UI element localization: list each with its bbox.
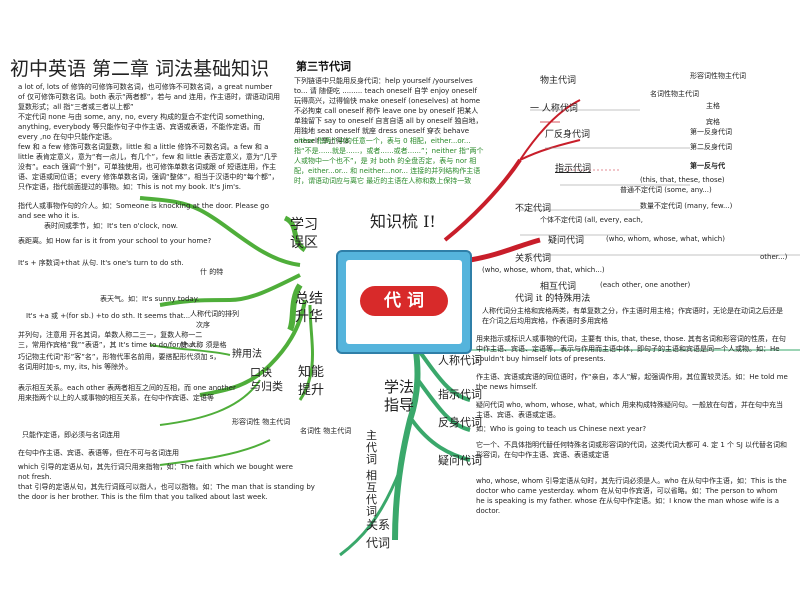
node-it-usage: 代词 it 的特殊用法 [515,294,591,304]
branch-usage: 辨用法 [232,349,262,360]
poss-adj-label: 形容词性 物主代词 [232,418,291,426]
right-paragraph-3: 作主语、宾语或宾语的同位语时，作“亲自，本人”解，起强调作用，其位置较灵活。如：… [476,373,788,391]
noun-poss-label: 名词性 物主代词 [300,427,352,435]
clock-snippet: 表时间或季节，如：It's ten o'clock, now. [44,222,178,230]
label-second-reflexive: 第二反身代词 [690,143,732,151]
branch-study-mistakes: 学习 误区 [290,217,318,251]
node-demonstrative: 指示代词 [555,164,592,174]
weather-snippet: 表天气。如：It's sunny today. [100,295,200,303]
label-demo-list: (this, that, these, those) [640,176,725,184]
center-calendar: 代 词 [336,250,472,354]
node-interrogative: 疑问代词 [548,236,585,246]
center-pill: 代 词 [360,286,448,316]
distance-snippet: 表距离。如 How far is it from your school to … [18,237,212,245]
branch-summary: 总结 升华 [295,291,323,325]
label-recip-list: (each other, one another) [600,281,691,289]
label-demo-sub: 第一反与代 [690,162,725,170]
left-paragraph-8: 只能作定语，即必须与名词连用 [22,431,120,439]
node-possessive: 物主代词 [540,76,577,86]
label-rel-list: (who, whose, whom, that, which...) [482,266,605,274]
left-paragraph-4: 指代人或事物作句的介人。如：Someone is knocking at the… [18,202,269,220]
node-indefinite: 不定代词 [515,204,552,214]
label-subject-case: 主格 [706,102,720,110]
left-paragraph-5: 并列句，注意用 开名其词，单数人称二三一，复数人称一二三，常用作宾格“我”“表语… [18,331,203,349]
node-relative: 关系代词 [515,254,552,264]
left-paragraph-2: 不定代词 none 与由 some, any, no, every 构成的复合不… [18,113,265,141]
node-learn-demo: 指示代词 [438,388,482,401]
right-paragraph-4: 疑问代词 who, whom, whose, what, which 用来构成特… [476,401,783,419]
left-paragraph-11: that 引导的定语从句，其先行词既可以指人，也可以指物。如：The man t… [18,483,315,501]
next-snippet: It's + 序数词+that 从句. It's one's turn to d… [18,259,184,267]
case-label: 使 人称 须是格 [180,341,227,349]
page-title: 初中英语 第二章 词法基础知识 [10,58,270,80]
right-paragraph-6: 它一个、不具体指明代替任何特殊名词或形容词的代词，这类代词大都可 4. 定 1 … [476,441,787,459]
right-paragraph-2: 用来指示或标识人或事物的代词，主要有 this, that, these, th… [476,335,786,363]
branch-formula: 口诀 与归类 [250,366,283,393]
special-snippet: 什 的特 [200,268,224,276]
left-paragraph-6: 巧记物主代词“形”客”名”，形物代率名前用，要搭配形代须加 s，名词用时加-s,… [18,353,221,371]
left-paragraph-10: which 引导的定语从句，其先行词只用来指物，如：The faith whic… [18,463,293,481]
node-reflexive: 厂反身代词 [545,130,591,140]
node-learn-reflexive: 反身代词 [438,416,482,429]
node-person: 一 人称代词 [530,104,578,114]
left-paragraph-1: a lot of, lots of 修饰的可修饰可数名词，也可修饰不可数名词，a… [18,83,280,111]
center-heading: 知识梳 I! [370,212,436,231]
order-label: 次序 [196,321,210,329]
node-reciprocal: 相互代词 [540,282,577,292]
branch-knowledge: 知能 提升 [298,365,325,398]
left-paragraph-7: 表示相互关系。each other 表两者相互之间的互相，而 one anoth… [18,384,236,402]
mid-paragraph-2: either 指两个中的任意一个，表与 0 相配，either...or...指… [294,137,484,185]
label-object-case: 宾格 [706,118,720,126]
label-inter-list: (who, whom, whose, what, which) [606,235,725,243]
mid-paragraph-1: 下列链语中只能用反身代词：help yourself /yourselves t… [294,77,483,145]
left-paragraph-3: few 和 a few 修饰可数名词复数，little 和 a little 修… [18,143,279,191]
label-poss-adj: 形容词性物主代词 [690,72,746,80]
right-paragraph-5: 如：Who is going to teach us Chinese next … [476,425,647,433]
label-first-reflexive: 第一反身代词 [690,128,732,136]
label-indef-top: 普通不定代词 (some, any...) [620,186,712,194]
label-poss-noun: 名词性物主代词 [650,90,699,98]
person-order-label: 人称代词的排列 [190,310,239,318]
branch-learn: 学法 指导 [384,378,415,414]
label-indef-indiv: 个体不定代词 (all, every, each, [540,216,643,224]
section-heading: 第三节代词 [296,60,351,73]
node-learn-person: 人称代词 [438,354,482,367]
branch-reflexive: 相 互 代 词 [366,469,377,518]
branch-subject: 主 代 词 [366,429,377,466]
label-indef-num: 数量不定代词 (many, few...) [640,202,733,210]
right-paragraph-7: who, whose, whom 引导定语从句时，其先行词必须是人。who 在从… [476,477,787,515]
branch-relative: 关系 代词 [366,518,391,550]
it-seems-snippet: It's +a 或 +(for sb.) +to do sth. It seem… [26,312,191,320]
right-paragraph-1: 人称代词分主格和宾格两类，有单复数之分，作主语时用主格；作宾语时，无论是在动词之… [482,307,783,325]
left-paragraph-9: 在句中作主语、宾语、表语等，但在不可与名词连用 [18,449,179,457]
label-other: other...) [760,253,788,261]
node-learn-interrogative: 疑问代词 [438,454,482,467]
